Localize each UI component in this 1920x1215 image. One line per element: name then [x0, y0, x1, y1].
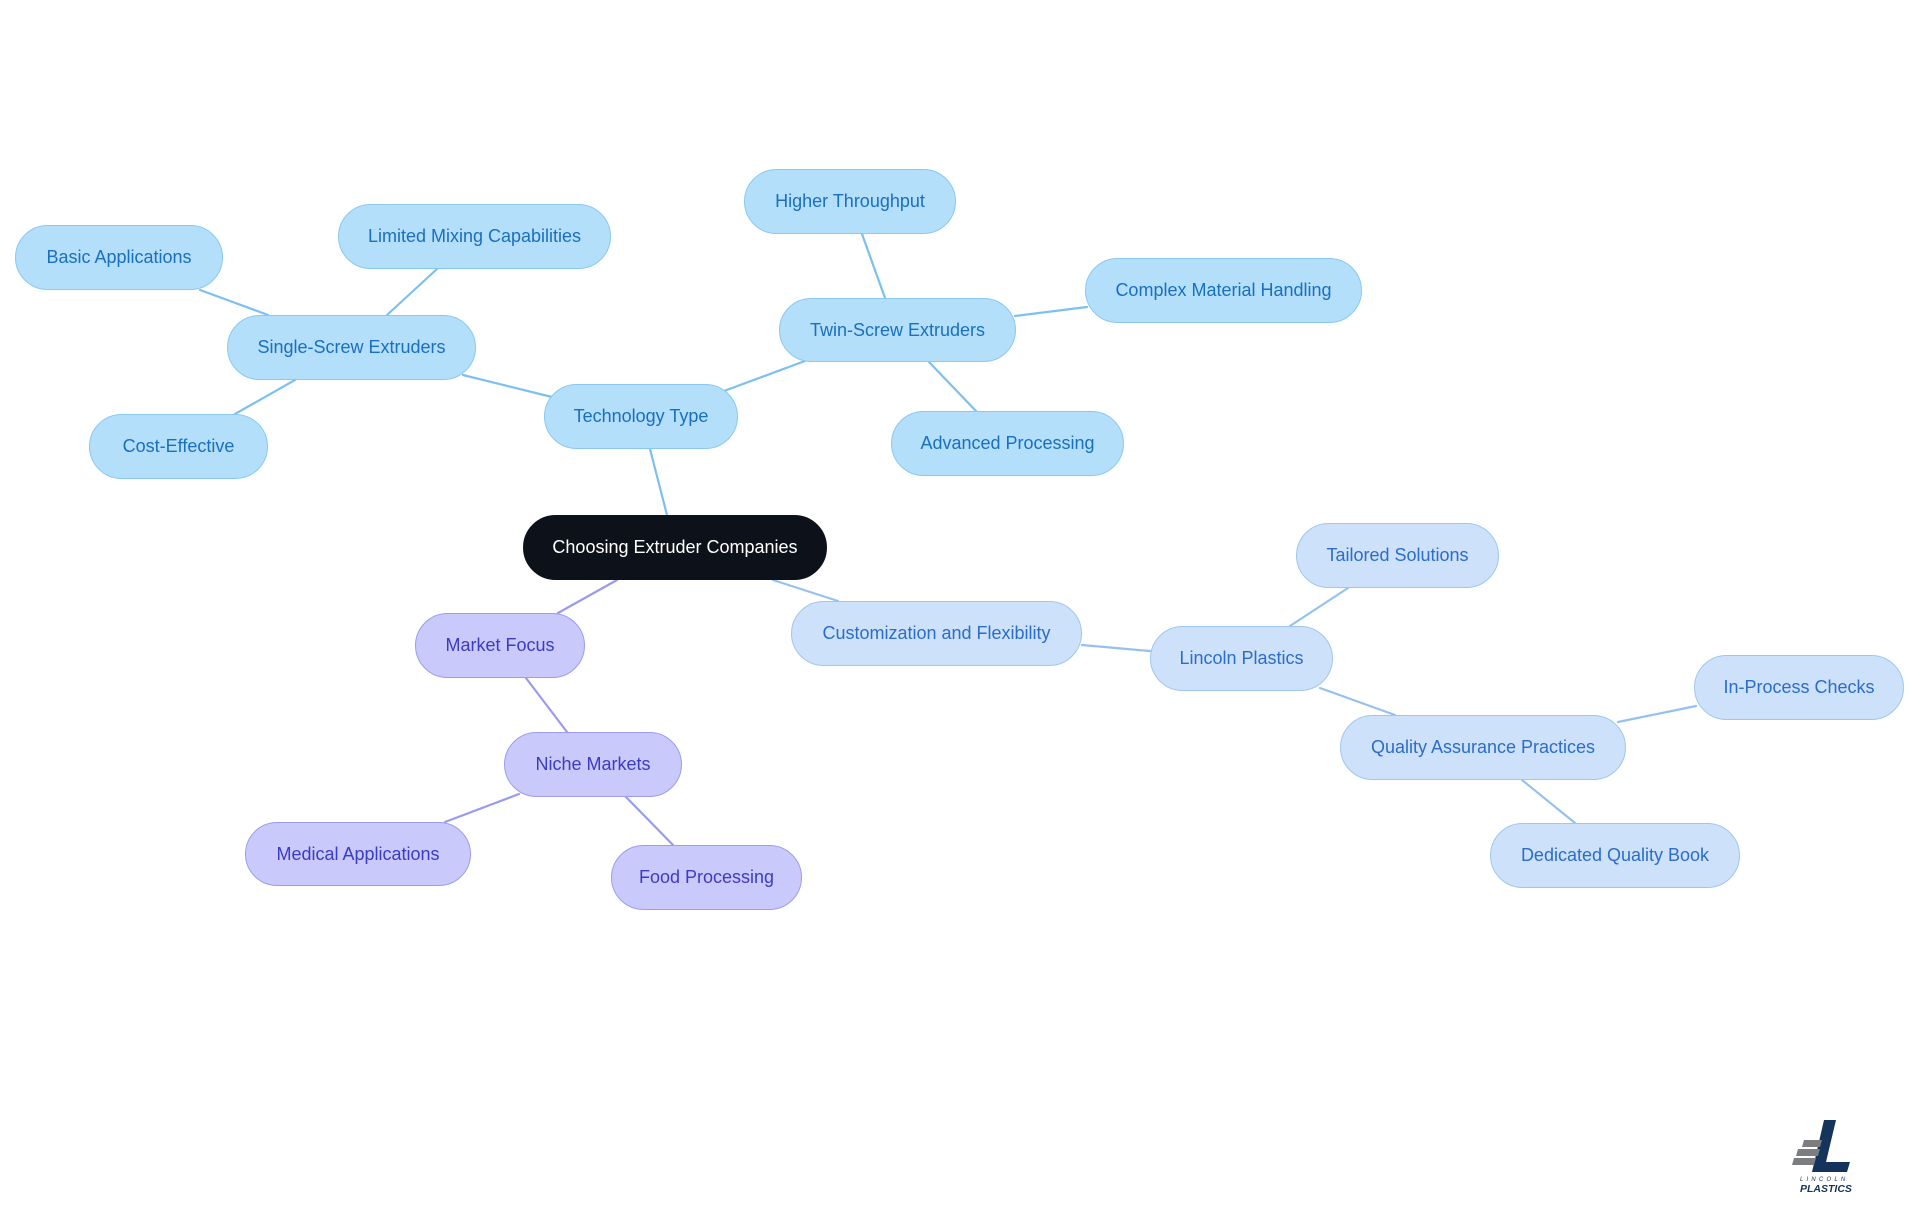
node-label: Single-Screw Extruders [257, 337, 446, 357]
node-label: Tailored Solutions [1326, 545, 1469, 565]
node-food-processing[interactable]: Food Processing [611, 845, 802, 910]
node-label: Medical Applications [276, 843, 440, 864]
edge-single-basic [198, 288, 270, 317]
node-tailored-solutions[interactable]: Tailored Solutions [1296, 523, 1499, 588]
edge-root-market [556, 578, 619, 615]
node-label: Quality Assurance Practices [1370, 737, 1596, 757]
node-single-screw-extruders[interactable]: Single-Screw Extruders [227, 315, 476, 380]
node-limited-mixing-capabilities[interactable]: Limited Mixing Capabilities [338, 204, 611, 269]
edge-lincoln-tailored [1288, 586, 1350, 628]
node-medical-applications[interactable]: Medical Applications [245, 822, 471, 886]
node-basic-applications[interactable]: Basic Applications [15, 225, 223, 290]
node-twin-screw-extruders[interactable]: Twin-Screw Extruders [779, 298, 1016, 362]
edge-root-technology [648, 447, 669, 517]
edge-twin-advanced [927, 360, 978, 413]
node-label: Lincoln Plastics [1179, 648, 1304, 668]
node-label: Dedicated Quality Book [1520, 845, 1710, 865]
node-market-focus[interactable]: Market Focus [415, 613, 585, 678]
node-label: Market Focus [445, 635, 555, 655]
node-label: Twin-Screw Extruders [809, 319, 986, 340]
node-lincoln-plastics[interactable]: Lincoln Plastics [1150, 626, 1333, 691]
node-higher-throughput[interactable]: Higher Throughput [744, 169, 956, 234]
edge-twin-complex [1013, 305, 1089, 318]
node-label: In-Process Checks [1723, 677, 1875, 697]
node-label: Cost-Effective [122, 436, 235, 456]
node-label: Food Processing [638, 867, 775, 887]
logo-bar-top [1802, 1140, 1822, 1147]
edge-qa-inprocess [1616, 704, 1698, 724]
node-label: Limited Mixing Capabilities [367, 226, 582, 246]
logo-bar-bottom [1792, 1158, 1816, 1165]
node-label: Higher Throughput [775, 191, 925, 211]
edge-niche-food [624, 795, 675, 847]
root-node-label: Choosing Extruder Companies [552, 537, 798, 557]
node-label: Basic Applications [46, 247, 192, 267]
node-complex-material-handling[interactable]: Complex Material Handling [1085, 258, 1362, 323]
edge-single-cost [233, 378, 297, 416]
edge-technology-single [461, 373, 554, 399]
edge-single-limited [385, 267, 439, 317]
node-cost-effective[interactable]: Cost-Effective [89, 414, 268, 479]
node-label: Customization and Flexibility [822, 623, 1051, 643]
edge-niche-medical [443, 792, 521, 824]
node-label: Complex Material Handling [1115, 280, 1332, 300]
node-label: Advanced Processing [920, 433, 1095, 453]
edge-root-customization [771, 578, 840, 603]
root-node[interactable]: Choosing Extruder Companies [523, 515, 827, 580]
edge-customization-lincoln [1080, 643, 1152, 653]
node-niche-markets[interactable]: Niche Markets [504, 732, 682, 797]
logo-text-lincoln: LINCOLN [1800, 1177, 1848, 1183]
logo-text-plastics: PLASTICS [1800, 1183, 1852, 1195]
node-label: Technology Type [573, 406, 709, 426]
node-in-process-checks[interactable]: In-Process Checks [1694, 655, 1904, 720]
logo-bar-mid [1796, 1149, 1820, 1156]
edge-qa-dedicated [1520, 778, 1577, 825]
edge-technology-twin [722, 359, 807, 393]
logo-l-shape [1812, 1120, 1850, 1172]
edge-lincoln-qa [1318, 686, 1397, 717]
node-customization-and-flexibility[interactable]: Customization and Flexibility [791, 601, 1082, 666]
lincoln-plastics-logo: LINCOLN PLASTICS [1792, 1120, 1852, 1195]
edge-twin-higher [860, 232, 887, 300]
node-dedicated-quality-book[interactable]: Dedicated Quality Book [1490, 823, 1740, 888]
edge-market-niche [524, 676, 569, 734]
node-advanced-processing[interactable]: Advanced Processing [891, 411, 1124, 476]
node-technology-type[interactable]: Technology Type [544, 384, 738, 449]
node-quality-assurance-practices[interactable]: Quality Assurance Practices [1340, 715, 1626, 780]
node-label: Niche Markets [535, 754, 651, 774]
